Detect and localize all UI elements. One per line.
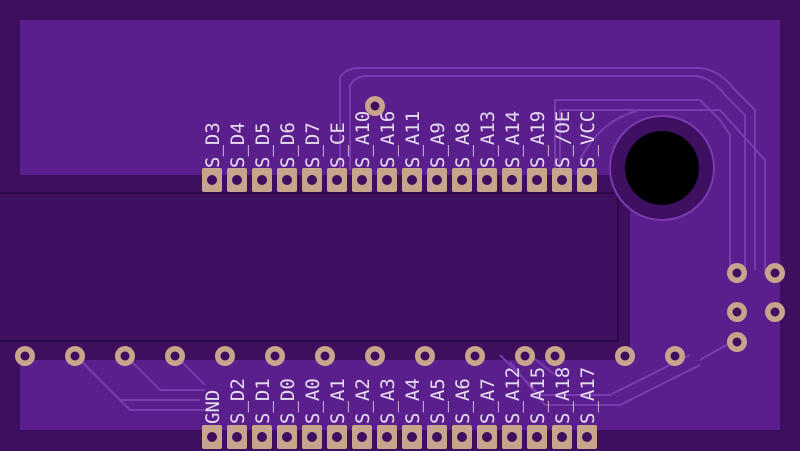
pin-label: S_A11 xyxy=(402,111,424,168)
connector-pad xyxy=(727,332,747,352)
pin-label: S_A18 xyxy=(552,367,574,424)
pin-label: S_A2 xyxy=(352,378,374,424)
round-pad xyxy=(365,346,385,366)
pin-label: S_A14 xyxy=(502,111,524,168)
bottom-pad xyxy=(477,425,497,449)
copper-pour-bottom xyxy=(20,360,780,430)
bottom-pad xyxy=(252,425,272,449)
bottom-pad xyxy=(577,425,597,449)
bottom-pad xyxy=(402,425,422,449)
pin-label: S_D0 xyxy=(277,378,299,424)
top-pad xyxy=(252,168,272,192)
pin-label: S_A13 xyxy=(477,111,499,168)
pin-label: S_A16 xyxy=(377,111,399,168)
bottom-pad xyxy=(452,425,472,449)
pin-label: S_/OE xyxy=(552,111,574,168)
pin-label: S_D2 xyxy=(227,378,249,424)
top-pad xyxy=(302,168,322,192)
top-pad-row xyxy=(202,168,597,192)
top-pad xyxy=(227,168,247,192)
traces-bottom xyxy=(74,339,736,411)
top-pad xyxy=(327,168,347,192)
bottom-pad xyxy=(327,425,347,449)
connector-pad xyxy=(727,263,747,283)
pin-label: S_D6 xyxy=(277,122,299,168)
round-pad xyxy=(615,346,635,366)
pin-label: S_A10 xyxy=(352,111,374,168)
pin-label: S_A3 xyxy=(377,378,399,424)
top-pad xyxy=(427,168,447,192)
bottom-pad xyxy=(277,425,297,449)
pin-label: S_D7 xyxy=(302,122,324,168)
pin-label: S_D4 xyxy=(227,122,249,168)
pin-label: S_A17 xyxy=(577,367,599,424)
bottom-pad xyxy=(502,425,522,449)
pin-label: S_A15 xyxy=(527,367,549,424)
pin-label: S_A4 xyxy=(402,378,424,424)
pin-label: S_A1 xyxy=(327,378,349,424)
pin-label: S_CE xyxy=(327,122,349,168)
top-pad xyxy=(352,168,372,192)
pin-label: S_VCC xyxy=(577,111,599,168)
connector-pad xyxy=(727,302,747,322)
bottom-pad xyxy=(227,425,247,449)
chip-body xyxy=(0,192,619,342)
round-pad xyxy=(65,346,85,366)
round-pad xyxy=(515,346,535,366)
round-pad xyxy=(215,346,235,366)
pin-label: S_A9 xyxy=(427,122,449,168)
bottom-pad xyxy=(302,425,322,449)
top-pad xyxy=(452,168,472,192)
top-pad xyxy=(402,168,422,192)
bottom-pad xyxy=(552,425,572,449)
top-pad xyxy=(527,168,547,192)
bottom-pad xyxy=(527,425,547,449)
round-pad xyxy=(465,346,485,366)
bottom-pad xyxy=(427,425,447,449)
traces-top xyxy=(339,67,766,280)
bottom-pad xyxy=(352,425,372,449)
pin-label: S_A5 xyxy=(427,378,449,424)
pin-label: GND xyxy=(202,390,224,424)
bottom-pad-row xyxy=(202,425,597,449)
pin-label: S_A7 xyxy=(477,378,499,424)
round-pad xyxy=(15,346,35,366)
pin-label: S_D1 xyxy=(252,378,274,424)
connector-pad xyxy=(765,302,785,322)
bottom-pad xyxy=(377,425,397,449)
pin-label: S_A12 xyxy=(502,367,524,424)
top-pad xyxy=(577,168,597,192)
pin-label: S_D5 xyxy=(252,122,274,168)
pin-label: S_A6 xyxy=(452,378,474,424)
round-pad xyxy=(265,346,285,366)
extra-features xyxy=(365,96,785,352)
top-pad xyxy=(277,168,297,192)
round-pad xyxy=(165,346,185,366)
mounting-hole xyxy=(625,131,699,205)
round-pad-row xyxy=(15,346,685,366)
round-pad xyxy=(545,346,565,366)
round-pad xyxy=(315,346,335,366)
top-pad xyxy=(202,168,222,192)
top-pad xyxy=(502,168,522,192)
top-pad xyxy=(477,168,497,192)
round-pad xyxy=(115,346,135,366)
top-pad xyxy=(377,168,397,192)
connector-pad xyxy=(765,263,785,283)
pin-label: S_A19 xyxy=(527,111,549,168)
via-pad xyxy=(365,96,385,116)
pin-label: S_A8 xyxy=(452,122,474,168)
round-pad xyxy=(415,346,435,366)
top-pad xyxy=(552,168,572,192)
pin-label: S_A0 xyxy=(302,378,324,424)
round-pad xyxy=(665,346,685,366)
pin-label: S_D3 xyxy=(202,122,224,168)
bottom-pad xyxy=(202,425,222,449)
